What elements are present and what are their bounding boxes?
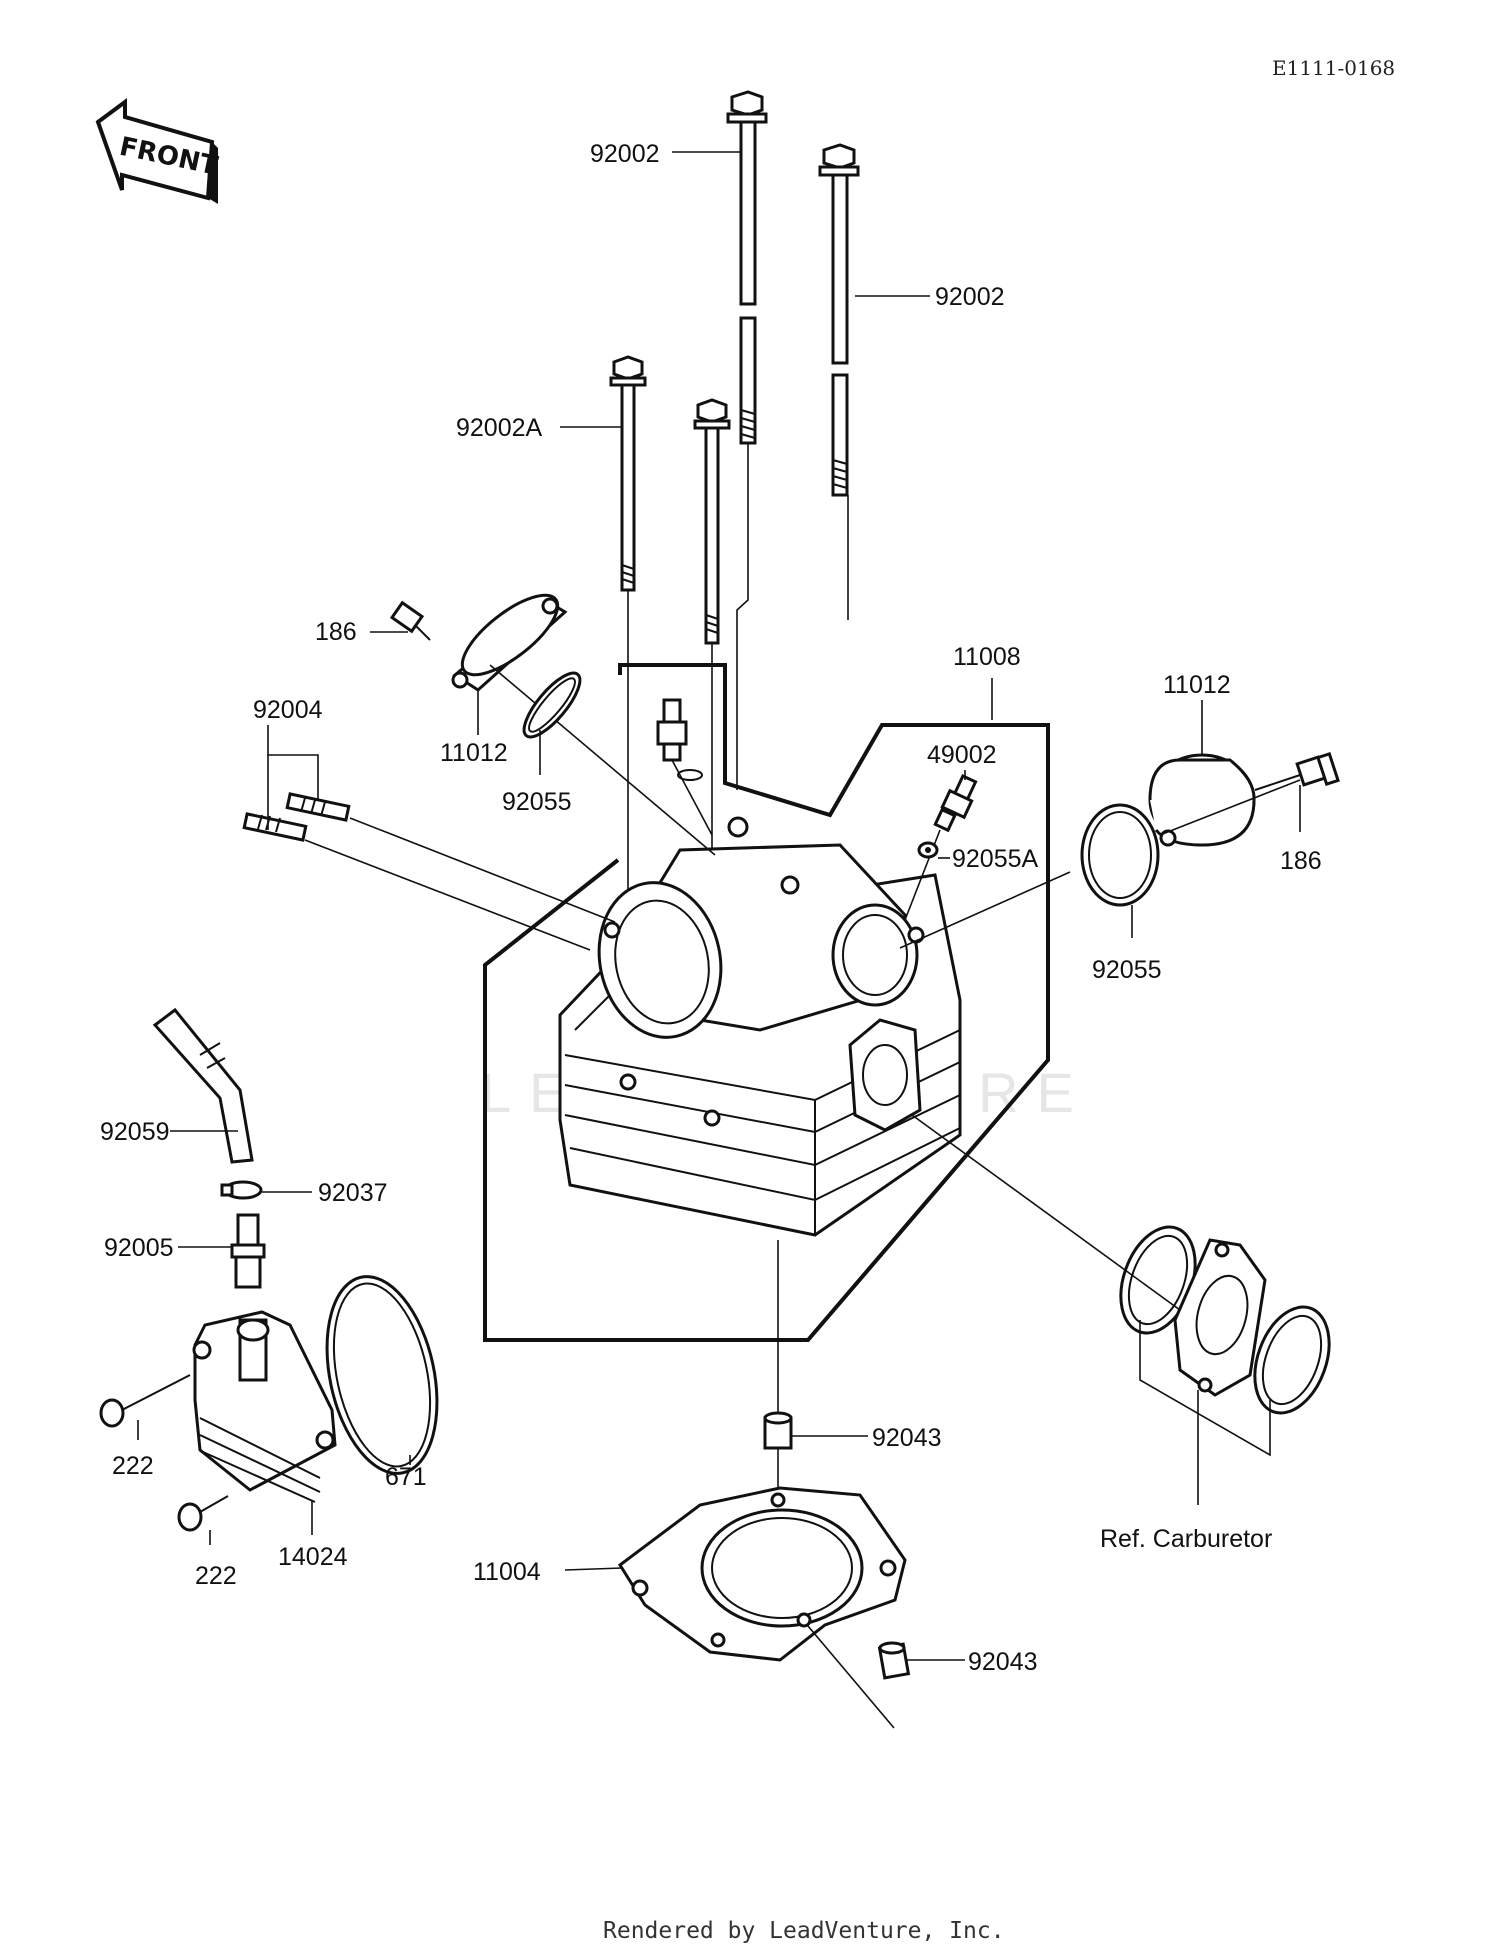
label-92002a: 92002A [456,414,543,442]
diagram-code: E1111-0168 [1272,56,1395,80]
bolt-92002-right-part [818,143,860,620]
oring-671-part [325,1275,439,1475]
label-92004: 92004 [253,696,323,724]
cap-11012-left-part [451,593,716,856]
bolt-92002-top-part [726,90,768,790]
breather-plug-part [656,698,713,836]
label-186-left: 186 [315,618,357,646]
gasket-11004-part [564,1486,907,1729]
bolt-186-left-part [389,600,431,641]
leader-right-cap [899,871,1071,949]
bolt-186-right-part [1254,751,1340,791]
label-92005: 92005 [104,1234,174,1262]
hose-92059-part [152,1007,254,1164]
cover-14024-part [192,1310,337,1535]
label-11004: 11004 [473,1558,541,1586]
label-92043-lower: 92043 [968,1648,1038,1676]
label-186-right: 186 [1280,847,1322,875]
label-11008: 11008 [953,643,1021,671]
label-92055-right: 92055 [1092,956,1162,984]
head-assembly-outline [483,663,1050,1342]
label-49002: 49002 [927,741,997,769]
label-92002-top: 92002 [590,140,660,168]
cylinder-head-11008-part [558,816,962,1237]
label-92055-left: 92055 [502,788,572,816]
clamp-92037-part [220,1180,312,1200]
label-92055a: 92055A [952,845,1039,873]
screw-222-upper-part [99,1374,191,1428]
label-11012-left: 11012 [440,739,508,767]
part-labels: 92002 92002 92002A 186 11012 92055 92004… [100,140,1322,1676]
label-92037: 92037 [318,1179,388,1207]
washer-92055a-part [917,841,939,859]
label-92059: 92059 [100,1118,170,1146]
screw-222-lower-part [177,1495,229,1532]
label-222-lower: 222 [195,1562,237,1590]
fitting-92005-part [178,1213,266,1289]
front-arrow-icon: FRONT [95,98,221,204]
label-ref-carburetor: Ref. Carburetor [1100,1525,1272,1553]
label-222-upper: 222 [112,1452,154,1480]
label-92043-upper: 92043 [872,1424,942,1452]
footer-credit: Rendered by LeadVenture, Inc. [603,1918,1005,1944]
dowel-92043-upper-part [763,1411,868,1490]
label-leaders [137,151,1301,1545]
label-671: 671 [385,1463,427,1491]
oring-92055-left-part [522,671,582,739]
label-92002-right: 92002 [935,283,1005,311]
oring-92055-right-part [1080,803,1160,907]
cap-11012-right-part [1148,753,1301,847]
carburetor-insulator-part [911,1114,1331,1505]
dowel-92043-lower-part [877,1641,965,1680]
stud-92004-part [242,792,616,951]
label-14024: 14024 [278,1543,348,1571]
label-11012-right: 11012 [1163,671,1231,699]
